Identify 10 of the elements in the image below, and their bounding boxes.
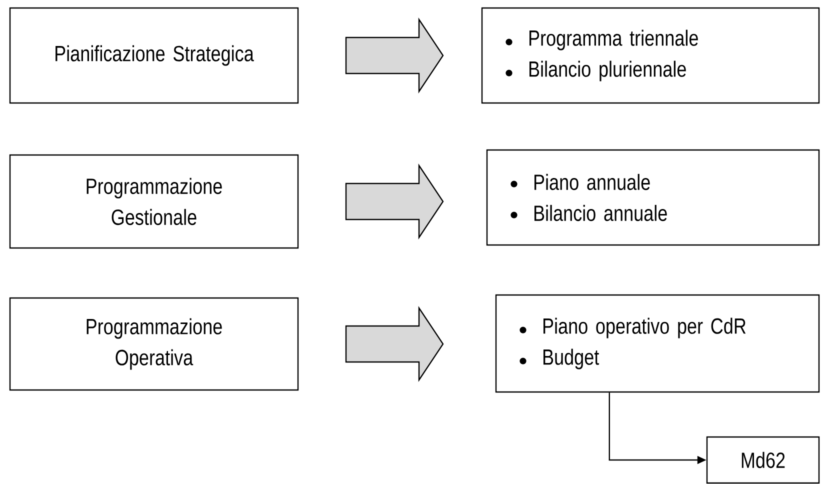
bullet-list-box: Piano annuale Bilancio annuale	[486, 149, 820, 246]
bullet-list-box: Programma triennale Bilancio pluriennale	[481, 7, 820, 104]
text-box: Programmazione Gestionale	[9, 154, 299, 249]
text-box: Md62	[706, 436, 820, 484]
bullet-list-box: Piano operativo per CdR Budget	[495, 294, 820, 393]
text-box: Programmazione Operativa	[9, 297, 299, 391]
block-arrow	[345, 164, 444, 240]
block-arrow	[345, 18, 444, 94]
block-arrow	[345, 306, 444, 382]
text-box: Pianificazione Strategica	[9, 7, 299, 104]
